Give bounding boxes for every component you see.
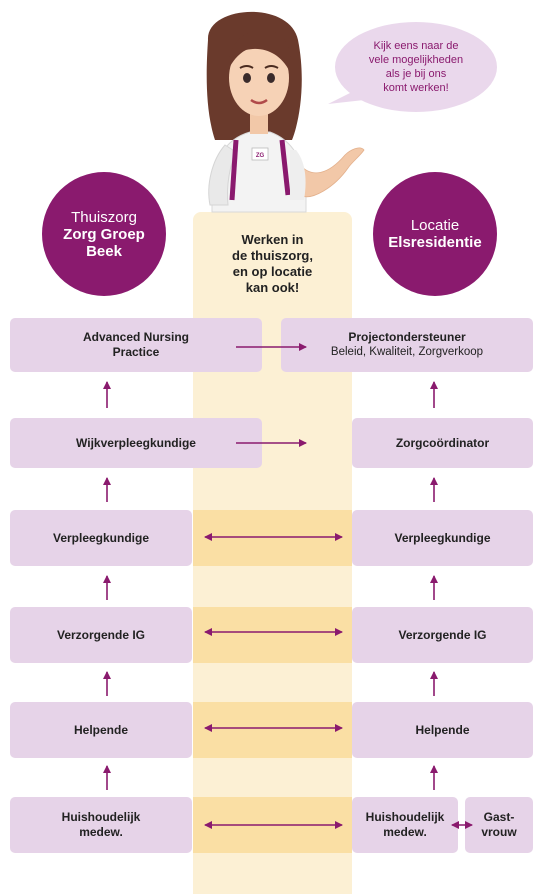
box-verzorgende-right: Verzorgende IG	[352, 607, 533, 663]
left-circle: Thuiszorg Zorg Groep Beek	[42, 172, 166, 296]
box-gastvrouw: Gast- vrouw	[465, 797, 533, 853]
box-helpende-right: Helpende	[352, 702, 533, 758]
box-huishoudelijk-left: Huishoudelijk medew.	[10, 797, 192, 853]
box-verzorgende-left: Verzorgende IG	[10, 607, 192, 663]
box-huishoudelijk-right: Huishoudelijk medew.	[352, 797, 458, 853]
speech-bubble: Kijk eens naar de vele mogelijkheden als…	[335, 22, 497, 112]
box-verpleegkundige-left: Verpleegkundige	[10, 510, 192, 566]
box-advanced-nursing: Advanced Nursing Practice	[10, 318, 262, 372]
box-helpende-left: Helpende	[10, 702, 192, 758]
box-zorgcoordinator: Zorgcoördinator	[352, 418, 533, 468]
center-message: Werken in de thuiszorg, en op locatie ka…	[232, 232, 313, 295]
badge-label: ZG	[256, 153, 265, 159]
box-projectondersteuner: Projectondersteuner Beleid, Kwaliteit, Z…	[281, 318, 533, 372]
right-circle: Locatie Elsresidentie	[373, 172, 497, 296]
box-wijkverpleegkundige: Wijkverpleegkundige	[10, 418, 262, 468]
box-verpleegkundige-right: Verpleegkundige	[352, 510, 533, 566]
